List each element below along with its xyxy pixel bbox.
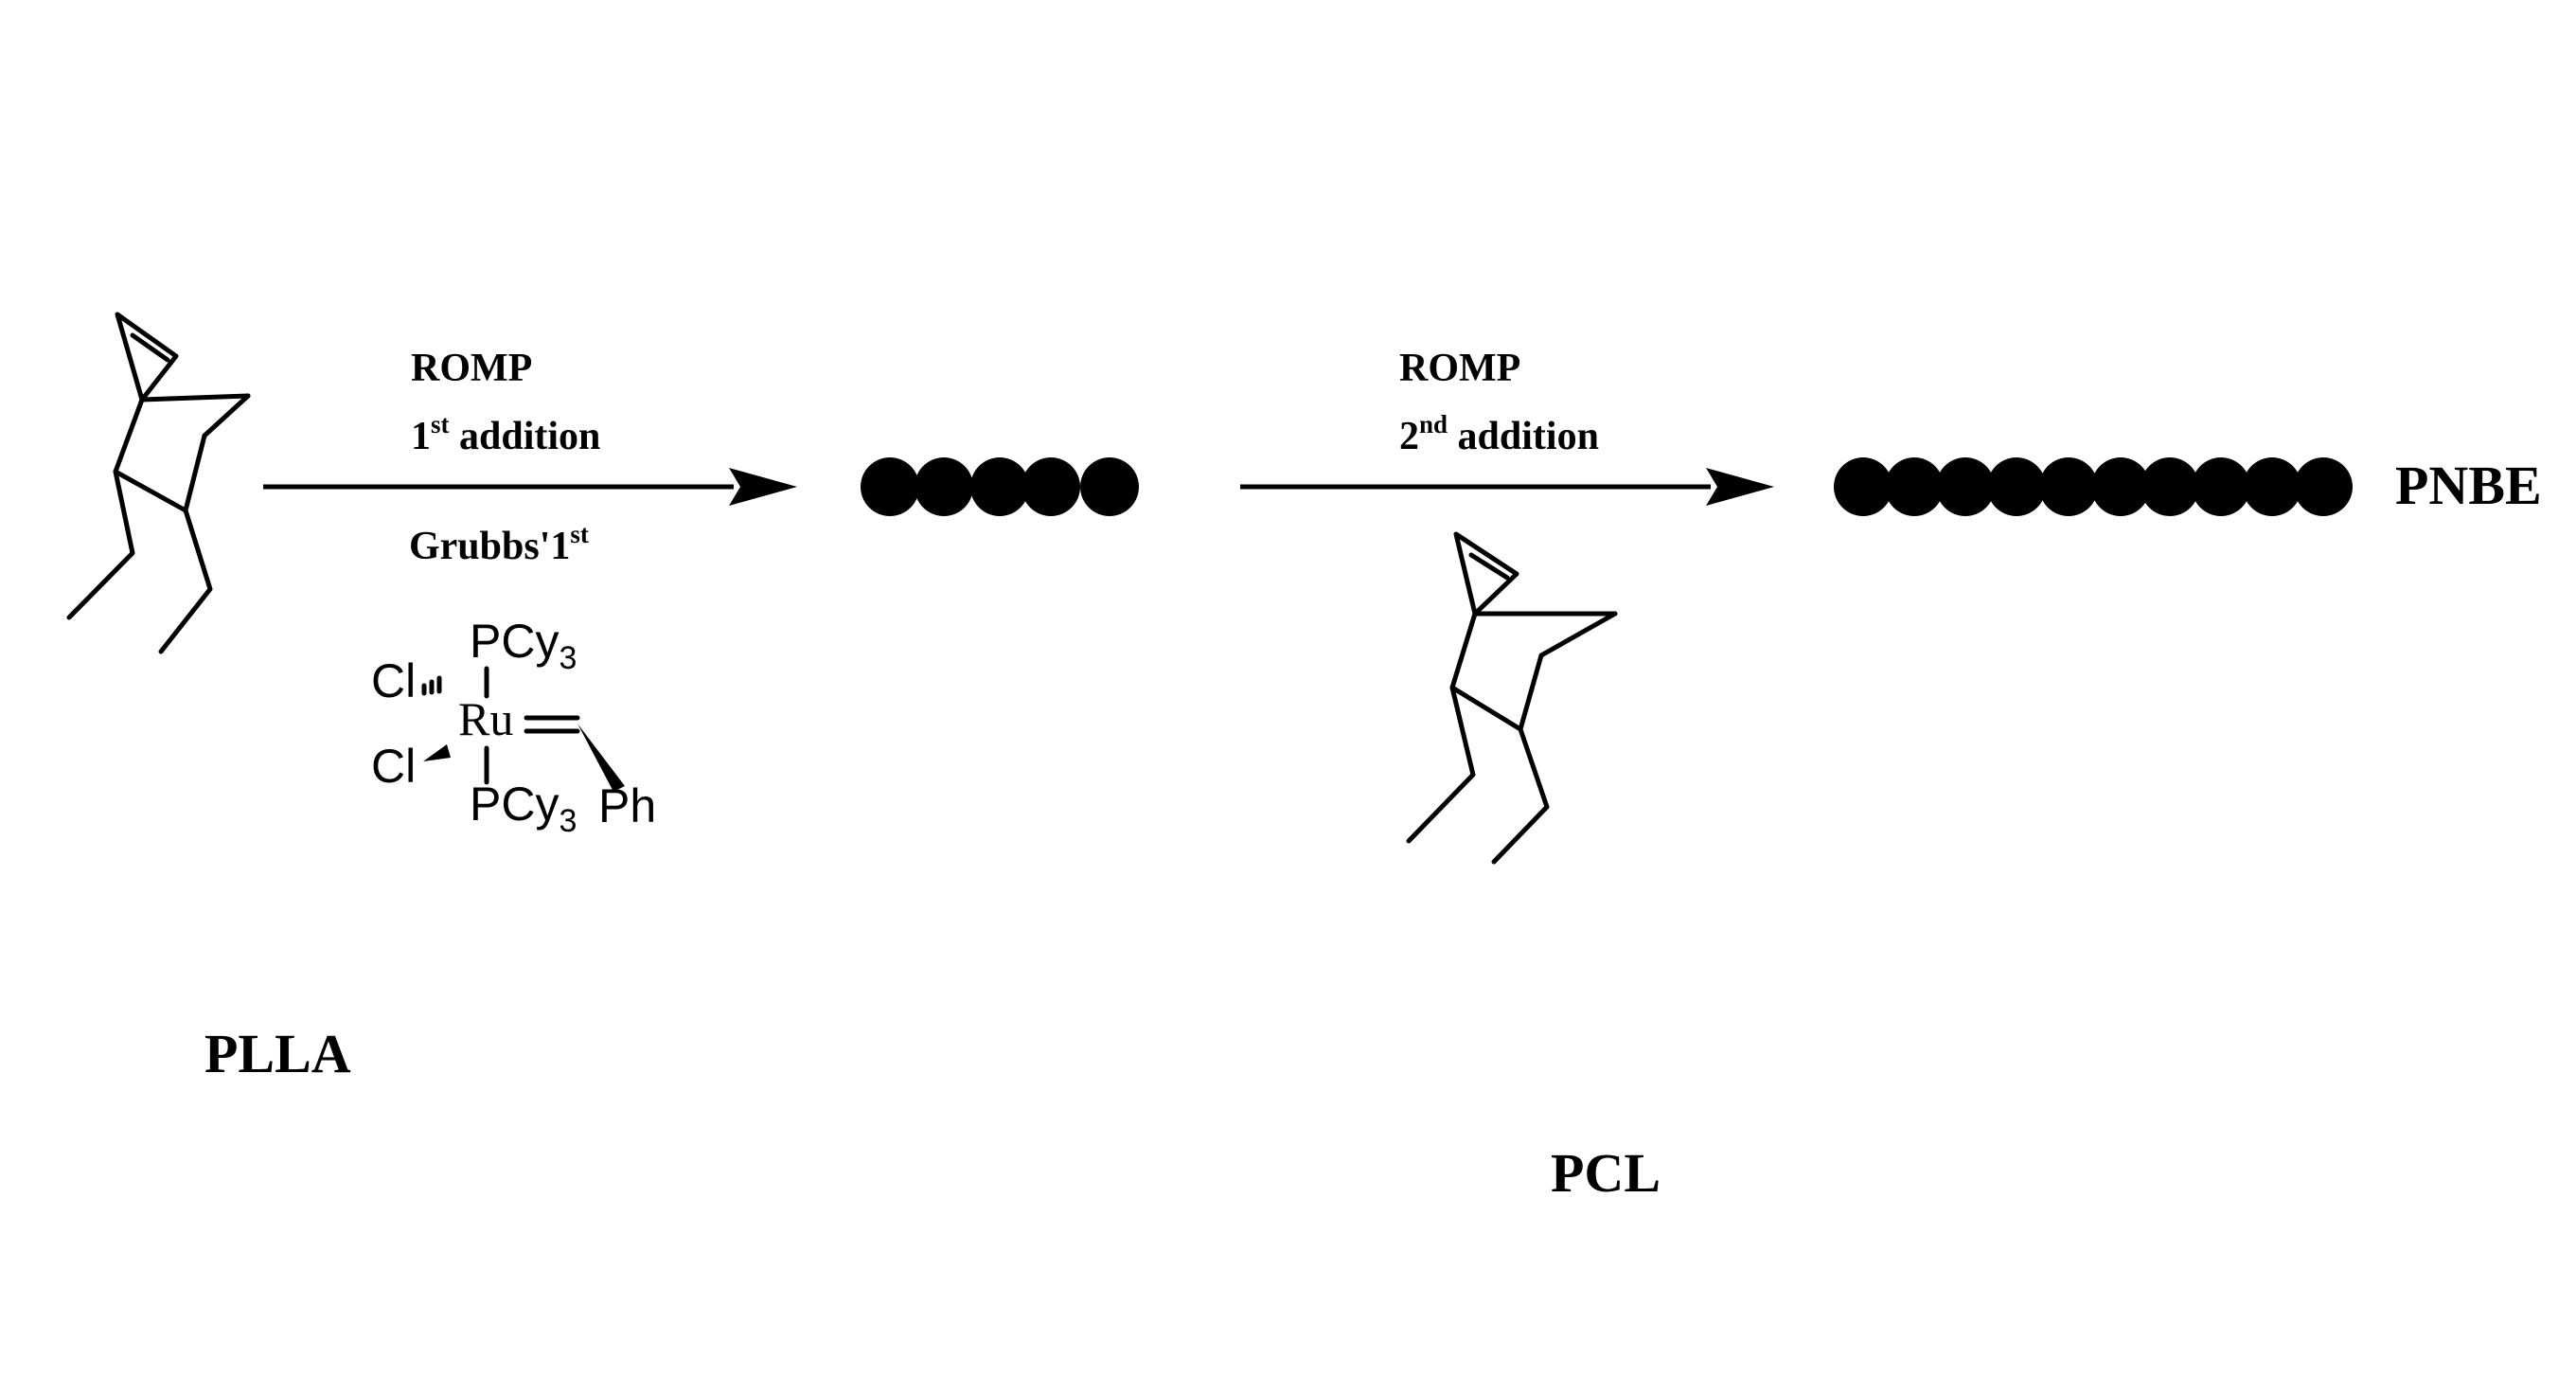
plla-label: PLLA bbox=[204, 1023, 351, 1084]
step1-romp-label: ROMP bbox=[411, 347, 532, 390]
solid-wedge-bond-ph bbox=[577, 724, 625, 792]
plla-brush-polymer bbox=[861, 38, 1139, 516]
pcl-macromonomer: PCL bbox=[1406, 531, 1661, 1204]
hashed-wedge-bond bbox=[421, 675, 442, 696]
backbone-bead bbox=[1936, 457, 1995, 516]
pcl-label: PCL bbox=[1551, 1142, 1661, 1204]
svg-text:Cl: Cl bbox=[371, 654, 416, 707]
backbone-bead bbox=[1987, 457, 2046, 516]
plla-chains bbox=[69, 617, 161, 652]
svg-text:Ru: Ru bbox=[458, 692, 513, 745]
diblock-brush-chains bbox=[1863, 34, 2329, 487]
pcl-chains bbox=[1409, 841, 1494, 862]
grubbs-catalyst-label: Grubbs'1st bbox=[409, 520, 589, 568]
backbone-bead bbox=[2141, 457, 2199, 516]
step1-addition-label: 1st addition bbox=[411, 410, 600, 458]
backbone-bead bbox=[915, 457, 973, 516]
plla-macromonomer: PLLA bbox=[66, 312, 351, 1084]
backbone-bead bbox=[2192, 457, 2250, 516]
backbone-bead bbox=[970, 457, 1029, 516]
backbone-bead bbox=[1885, 457, 1944, 516]
svg-text:PCy3: PCy3 bbox=[470, 778, 577, 839]
pnbe-label: PNBE bbox=[2395, 455, 2542, 516]
backbone-bead bbox=[2039, 457, 2098, 516]
backbone-bead bbox=[1080, 457, 1139, 516]
backbone-bead bbox=[1834, 457, 1892, 516]
svg-text:Cl: Cl bbox=[371, 740, 416, 793]
norbornene-ring-plla bbox=[66, 312, 251, 654]
diblock-backbone-beads bbox=[1834, 457, 2353, 516]
svg-text:Ph: Ph bbox=[598, 779, 656, 832]
backbone-bead bbox=[1022, 457, 1080, 516]
step2-romp-label: ROMP bbox=[1399, 347, 1520, 390]
step2-arrow bbox=[1240, 468, 1774, 506]
step1-arrow bbox=[263, 468, 797, 506]
norbornene-ring-pcl bbox=[1406, 531, 1618, 865]
plla-brush-chains bbox=[899, 38, 1104, 487]
backbone-bead bbox=[2091, 457, 2150, 516]
step2-addition-label: 2nd addition bbox=[1399, 410, 1599, 458]
grubbs-catalyst-structure: PCy3 Cl Ru Cl PCy3 Ph bbox=[371, 615, 656, 839]
backbone-bead bbox=[2294, 457, 2353, 516]
backbone-beads bbox=[861, 457, 1139, 516]
pnbe-diblock-brush-polymer bbox=[1834, 34, 2353, 516]
svg-text:PCy3: PCy3 bbox=[470, 615, 577, 676]
backbone-bead bbox=[2243, 457, 2301, 516]
solid-wedge-bond bbox=[423, 744, 451, 761]
backbone-bead bbox=[861, 457, 919, 516]
